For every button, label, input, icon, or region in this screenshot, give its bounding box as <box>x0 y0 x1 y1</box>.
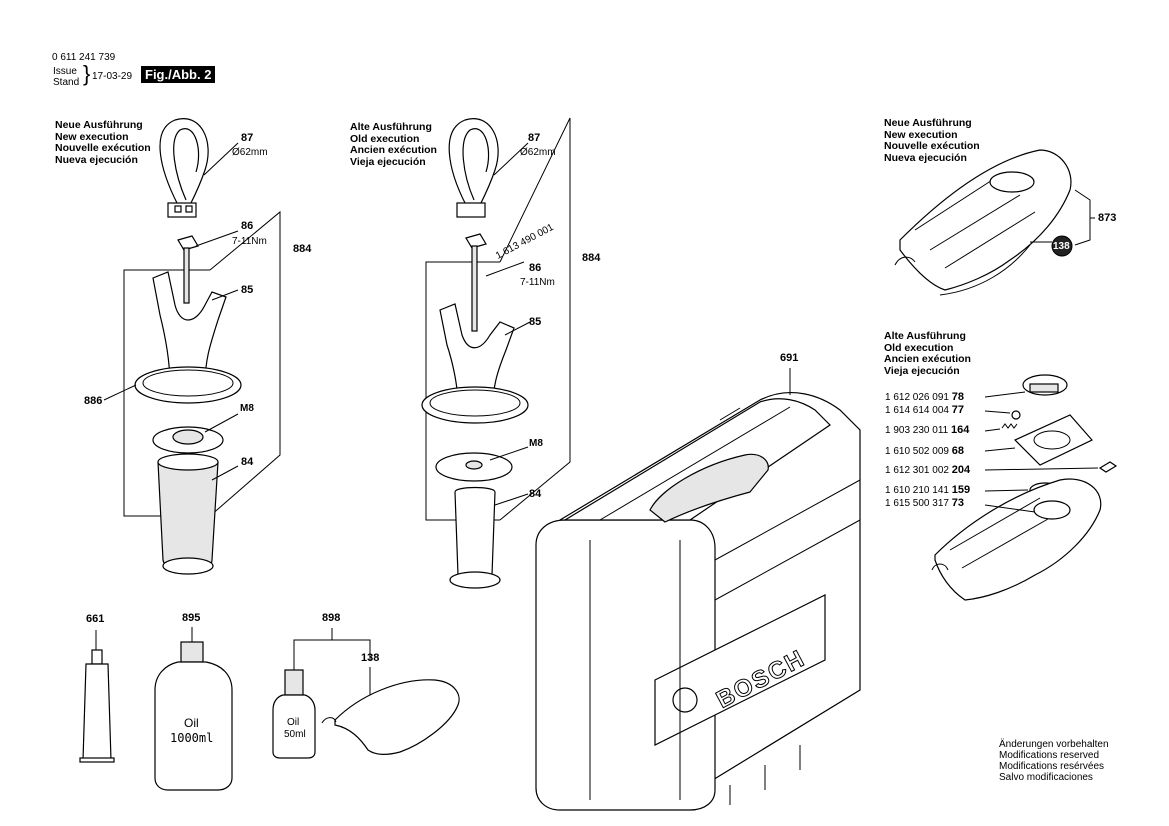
old-part-row: 1 612 026 091 78 <box>885 391 964 403</box>
middle-handle-assembly <box>421 117 571 589</box>
callout-898: 898 <box>322 612 341 624</box>
oil-big-volume: 1000ml <box>170 731 214 745</box>
torque-middle: 7-11Nm <box>520 277 555 288</box>
callout-85-middle: 85 <box>529 316 542 328</box>
callout-884-left: 884 <box>293 243 312 255</box>
old-part-row: 1 615 500 317 73 <box>885 497 964 510</box>
callout-m8-left: M8 <box>240 403 254 414</box>
brace-glyph: } <box>83 61 91 86</box>
left-handle-assembly <box>103 118 281 575</box>
old-cap-assembly <box>931 374 1118 601</box>
callout-84-middle: 84 <box>529 488 542 500</box>
callout-84-left: 84 <box>241 456 254 468</box>
dim-62mm-left: Ø62mm <box>232 147 268 158</box>
old-part-row: 1 614 614 004 77 <box>885 404 964 417</box>
issue-date: 17-03-29 <box>92 71 133 82</box>
heading-old-execution-right: Alte Ausführung Old execution Ancien exé… <box>884 330 971 377</box>
old-part-row: 1 903 230 011 164 <box>885 424 970 437</box>
callout-m8-middle: M8 <box>529 438 543 449</box>
callout-886-left: 886 <box>84 395 103 407</box>
callout-661: 661 <box>86 613 105 625</box>
callout-85-left: 85 <box>241 284 254 296</box>
callout-87-left: 87 <box>241 132 254 144</box>
old-parts-list: 1 612 026 091 78 1 614 614 004 77 1 903 … <box>885 391 970 510</box>
figure-label: Fig./Abb. 2 <box>141 66 216 83</box>
carrying-case <box>535 368 861 811</box>
torque-left: 7-11Nm <box>232 236 267 247</box>
oil-big-label: Oil <box>184 716 199 730</box>
oil-small-label: Oil <box>287 717 300 728</box>
callout-884-middle: 884 <box>582 252 601 264</box>
callout-86-left: 86 <box>241 220 254 232</box>
oil-small-volume: 50ml <box>284 729 306 740</box>
consumables <box>79 627 460 791</box>
callout-87-middle: 87 <box>528 132 541 144</box>
old-part-row: 1 610 502 009 68 <box>885 444 964 457</box>
heading-new-execution-right: Neue Ausführung New execution Nouvelle e… <box>884 117 980 164</box>
heading-new-execution-left: Neue Ausführung New execution Nouvelle e… <box>55 119 151 166</box>
callout-138-bottom: 138 <box>361 652 380 664</box>
heading-old-execution-middle: Alte Ausführung Old execution Ancien exé… <box>350 121 437 168</box>
callout-895: 895 <box>182 612 201 624</box>
callout-873: 873 <box>1098 212 1117 224</box>
part-number: 0 611 241 739 <box>52 52 116 63</box>
old-part-row: 1 612 301 002 204 <box>885 463 971 476</box>
issue-label: Issue <box>53 66 77 77</box>
callout-691: 691 <box>780 352 799 364</box>
dim-62mm-middle: Ø62mm <box>520 147 556 158</box>
callout-138-badge: 138 <box>1053 241 1070 252</box>
old-part-row: 1 610 210 141 159 <box>885 484 971 497</box>
footer-notes: Änderungen vorbehalten Modifications res… <box>999 739 1109 783</box>
stand-label: Stand <box>53 77 80 88</box>
callout-86-middle: 86 <box>529 262 542 274</box>
new-cap-assembly <box>894 149 1095 296</box>
